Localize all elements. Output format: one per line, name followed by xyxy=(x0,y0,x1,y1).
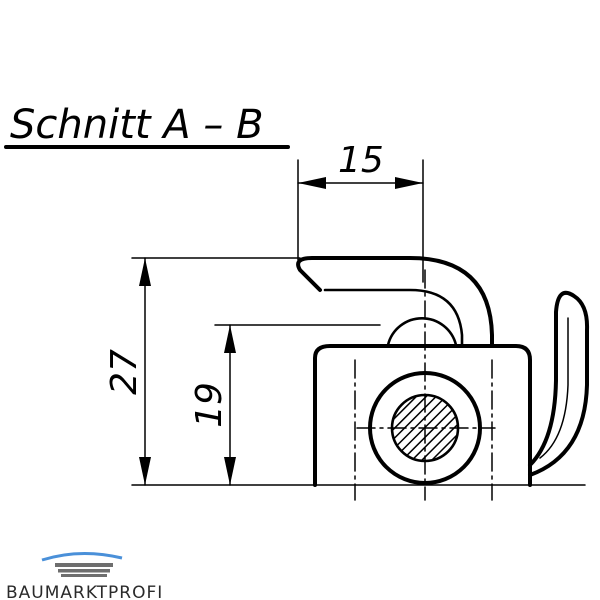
dimension-label-left-outer: 27 xyxy=(104,349,145,395)
logo-bar xyxy=(58,569,110,573)
arrowhead xyxy=(139,457,151,485)
arrowhead xyxy=(139,258,151,286)
pin-ball xyxy=(386,317,458,347)
dimension-left-inner: 19 xyxy=(189,324,381,486)
arrowhead xyxy=(298,177,326,189)
baumarktprofi-logo: BAUMARKTPROFI xyxy=(6,552,163,600)
spring-clip-inner xyxy=(539,317,569,459)
hook-part xyxy=(296,256,494,347)
center-lines xyxy=(354,269,496,501)
section-title: Schnitt A – B xyxy=(4,102,290,149)
dimension-label-top: 15 xyxy=(338,140,384,181)
section-title-text: Schnitt A – B xyxy=(10,102,264,148)
arrowhead xyxy=(224,325,236,353)
logo-bar xyxy=(55,563,113,567)
housing-body xyxy=(313,344,532,487)
arrowhead xyxy=(395,177,423,189)
spring-clip xyxy=(528,290,590,477)
logo-swoosh xyxy=(41,552,123,562)
arrowhead xyxy=(224,457,236,485)
dimension-left-outer: 27 xyxy=(104,257,316,486)
logo-wordmark: BAUMARKTPROFI xyxy=(6,583,163,600)
dimension-label-left-inner: 19 xyxy=(189,382,230,428)
dimension-top: 15 xyxy=(297,140,424,283)
hook-inner xyxy=(323,288,464,347)
logo-bar xyxy=(61,574,107,577)
housing-outline xyxy=(313,344,532,487)
hook-outer xyxy=(296,256,494,347)
spring-clip-outline xyxy=(528,290,590,477)
